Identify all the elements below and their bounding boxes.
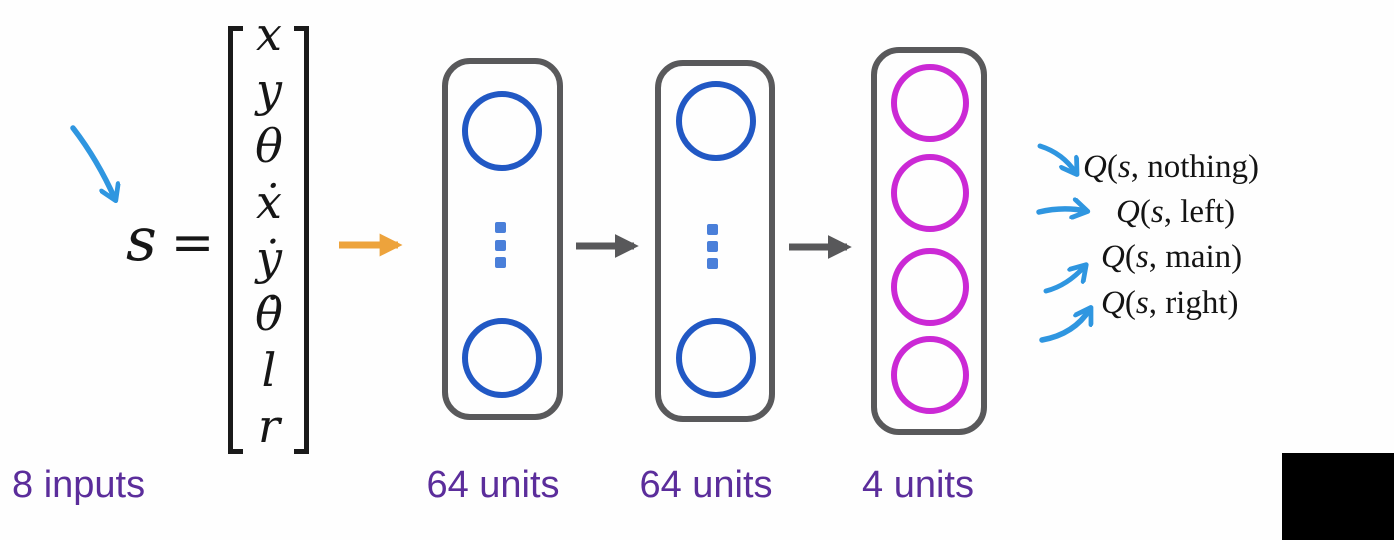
q-nothing-arrow-icon <box>1037 143 1076 173</box>
q-value-right: Q(s, right) <box>1101 284 1239 322</box>
q-right-arrow-icon <box>1039 309 1090 343</box>
q-value-nothing: Q(s, nothing) <box>1083 148 1259 186</box>
inputs-count-label: 8 inputs <box>12 464 146 506</box>
paren: ( <box>1106 149 1118 185</box>
corner-black-rect <box>1282 453 1394 540</box>
q-fn: Q <box>1101 285 1125 321</box>
vector-left-bracket <box>228 26 243 454</box>
q-main-arrow-icon <box>1043 266 1085 294</box>
hidden2-node-bottom <box>676 318 756 398</box>
vector-entry-ydot: ẏ <box>256 231 282 285</box>
paren: ) <box>1231 239 1243 275</box>
hidden1-ellipsis-dot <box>495 240 506 251</box>
state-vector: x y θ ẋ ẏ θ̇ l r <box>232 6 306 454</box>
hidden2-ellipsis-dot <box>707 258 718 269</box>
paren: ( <box>1139 194 1151 230</box>
vector-entry-xdot: ẋ <box>256 175 282 229</box>
q-value-left: Q(s, left) <box>1116 193 1235 231</box>
hidden2-ellipsis-dot <box>707 224 718 235</box>
vector-entry-r: r <box>258 399 280 453</box>
paren: ) <box>1248 149 1260 185</box>
comma: , <box>1148 239 1166 275</box>
hidden1-node-top <box>462 91 542 171</box>
output-node-2 <box>891 154 969 232</box>
hidden2-units-label: 64 units <box>639 464 773 506</box>
paren: ) <box>1227 285 1239 321</box>
output-units-label: 4 units <box>862 464 974 506</box>
action-name: right <box>1165 285 1228 321</box>
output-node-3 <box>891 248 969 326</box>
hidden2-node-top <box>676 81 756 161</box>
output-node-1 <box>891 64 969 142</box>
paren: ( <box>1124 239 1136 275</box>
action-name: nothing <box>1147 149 1249 185</box>
paren: ) <box>1224 194 1236 230</box>
hidden1-node-bottom <box>462 318 542 398</box>
q-value-main: Q(s, main) <box>1101 238 1242 276</box>
action-name: left <box>1180 194 1225 230</box>
comma: , <box>1163 194 1181 230</box>
q-fn: Q <box>1101 239 1125 275</box>
output-node-4 <box>891 336 969 414</box>
state-symbol: s <box>126 205 157 275</box>
vector-entry-x: x <box>256 7 282 61</box>
vector-entry-thetadot: θ̇ <box>255 287 283 341</box>
hidden1-units-label: 64 units <box>426 464 560 506</box>
action-name: main <box>1165 239 1232 275</box>
hidden1-ellipsis-dot <box>495 222 506 233</box>
q-left-arrow-icon <box>1036 209 1086 212</box>
hidden2-ellipsis-dot <box>707 241 718 252</box>
q-arg: s <box>1135 239 1149 275</box>
vector-entry-y: y <box>256 63 282 117</box>
vector-right-bracket <box>294 26 309 454</box>
q-fn: Q <box>1116 194 1140 230</box>
q-arg: s <box>1135 285 1149 321</box>
vector-entry-l: l <box>261 343 277 397</box>
paren: ( <box>1124 285 1136 321</box>
state-equation: s= <box>126 210 214 273</box>
q-arg: s <box>1150 194 1164 230</box>
q-arg: s <box>1117 149 1131 185</box>
equals-sign: = <box>170 213 215 273</box>
q-fn: Q <box>1083 149 1107 185</box>
vector-entry-theta: θ <box>255 119 283 173</box>
input-arrow-icon <box>70 125 115 199</box>
comma: , <box>1130 149 1148 185</box>
hidden1-ellipsis-dot <box>495 257 506 268</box>
comma: , <box>1148 285 1166 321</box>
